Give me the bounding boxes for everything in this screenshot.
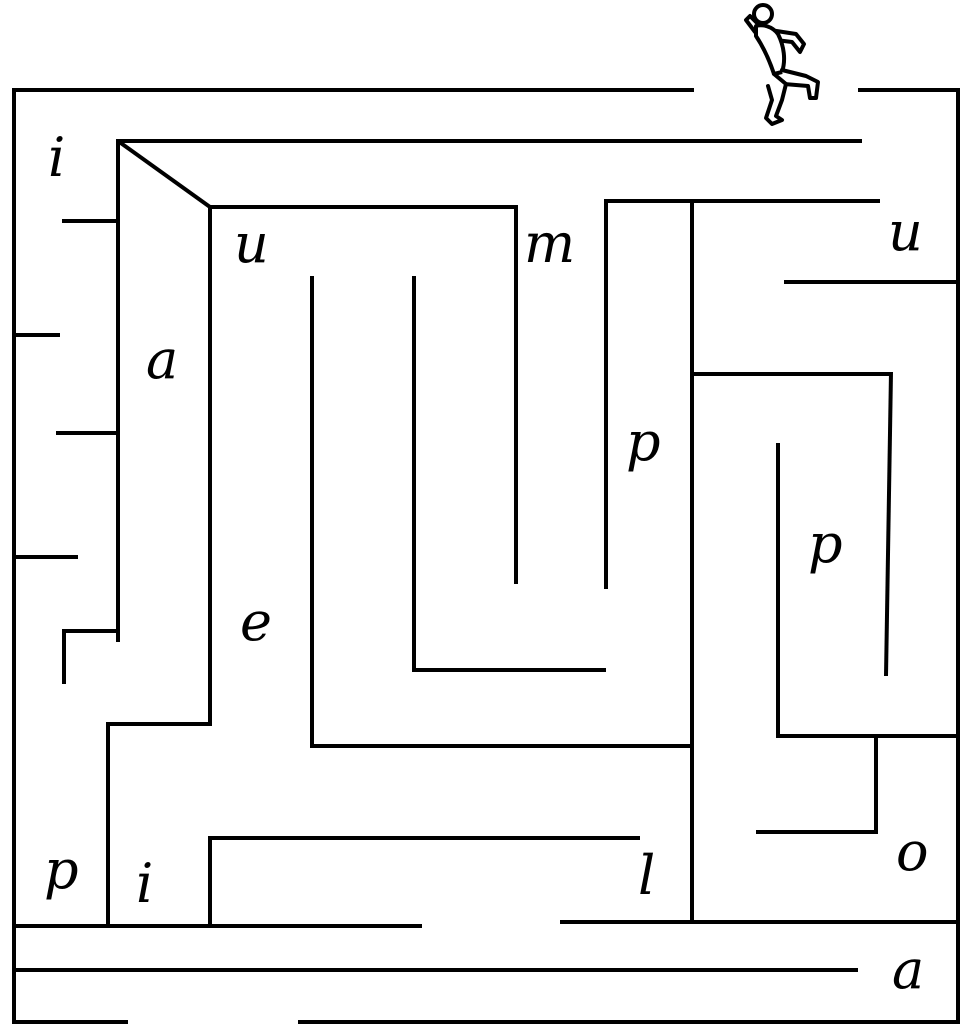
- letter-l: l: [638, 844, 655, 907]
- letter-o: o: [896, 820, 929, 883]
- letter-u-1: u: [234, 212, 269, 275]
- letter-i-bottom: i: [136, 852, 153, 915]
- letter-p-2: p: [808, 512, 843, 575]
- letter-p-3: p: [44, 838, 79, 901]
- letter-p-1: p: [626, 410, 661, 473]
- letter-e: e: [240, 590, 272, 653]
- maze-inner-walls: [14, 139, 958, 972]
- letter-u-2: u: [888, 200, 923, 263]
- letter-i-top-left: i: [48, 126, 65, 189]
- letter-a-1: a: [146, 328, 178, 391]
- maze-letters: i u m u a p p e o p i l a: [44, 126, 929, 1001]
- running-person-icon: [744, 3, 820, 126]
- letter-m: m: [524, 212, 575, 275]
- letter-a-2: a: [892, 938, 924, 1001]
